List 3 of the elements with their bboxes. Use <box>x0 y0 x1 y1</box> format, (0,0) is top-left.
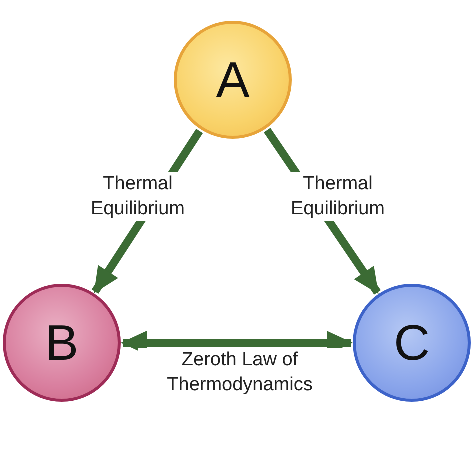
node-letter: A <box>216 55 250 105</box>
node-letter: B <box>45 318 79 368</box>
node-letter: C <box>394 318 430 368</box>
